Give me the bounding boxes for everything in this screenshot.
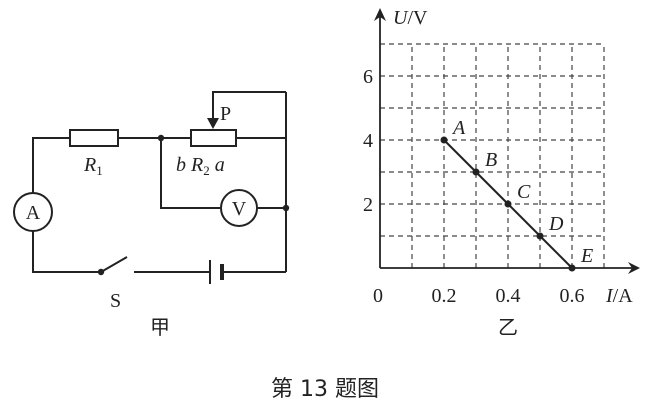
data-point-a (440, 136, 448, 144)
origin-label: 0 (373, 285, 383, 307)
slider-arrow-icon (207, 118, 219, 129)
data-point-label: E (580, 245, 593, 267)
voltmeter-label: V (232, 198, 247, 220)
switch-label: S (110, 290, 121, 312)
r1-label: R1 (83, 154, 103, 178)
data-point-label: D (548, 213, 564, 235)
data-point-label: A (451, 117, 466, 139)
data-point-b (472, 168, 480, 176)
figure-caption: 第 13 题图 (271, 377, 379, 402)
resistor-r1 (69, 129, 119, 147)
x-axis-label: I/A (605, 285, 633, 307)
wire-left-bottom (32, 231, 98, 273)
slider-label: P (220, 103, 231, 125)
switch-blade (100, 256, 128, 273)
y-tick-label: 4 (363, 130, 373, 152)
data-point-e (568, 264, 576, 272)
chart-caption: 乙 (498, 315, 518, 339)
data-point-label: C (517, 181, 531, 203)
circuit-caption: 甲 (150, 315, 170, 339)
circuit-diagram: A V P S R1 b R2 a 甲 (13, 91, 290, 339)
x-tick-label: 0.4 (496, 285, 521, 307)
y-tick-label: 2 (363, 194, 373, 216)
x-axis-arrow-icon (628, 262, 640, 274)
y-axis-label: U/V (393, 7, 428, 29)
tick-labels: 0.2 0.4 0.6 2 4 6 (363, 66, 585, 307)
resistor-r2 (190, 129, 237, 147)
voltmeter-circle (220, 189, 258, 227)
data-point-c (504, 200, 512, 208)
r2-label: b R2 a (176, 154, 225, 178)
slider-wire (212, 91, 286, 126)
y-tick-label: 6 (363, 66, 373, 88)
y-axis-arrow-icon (374, 8, 386, 21)
wire-left-top (32, 137, 70, 193)
x-tick-label: 0.6 (560, 285, 585, 307)
data-point-d (536, 232, 544, 240)
x-tick-label: 0.2 (432, 285, 457, 307)
data-point-label: B (485, 149, 497, 171)
wire-voltmeter-left (160, 138, 220, 209)
ammeter-label: A (26, 202, 41, 224)
graph-grid (380, 43, 605, 268)
